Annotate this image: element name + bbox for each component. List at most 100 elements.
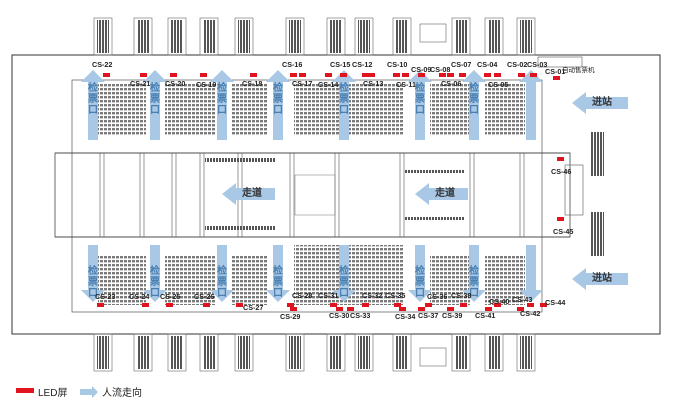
legend-flow-label: 人流走向	[102, 388, 142, 399]
led-screen-cs04	[484, 73, 491, 77]
led-screen-cs26	[203, 303, 210, 307]
screen-label-cs17: CS-17	[292, 79, 313, 88]
led-screen-cs16	[290, 73, 297, 77]
corridor-arrows	[222, 183, 468, 205]
led-screen-cs23	[97, 303, 104, 307]
screen-label-cs35: CS-35	[385, 291, 406, 300]
screen-label-cs28: CS-28	[292, 291, 313, 300]
led-screen-cs12	[362, 73, 369, 77]
screen-label-cs36: CS-36	[427, 292, 448, 301]
led-screen-cs15	[340, 73, 347, 77]
screen-label-cs33: CS-33	[350, 311, 371, 320]
ticket-check-label-10: 检票口	[217, 266, 227, 299]
screen-label-cs30: CS-30	[329, 311, 350, 320]
screen-label-cs09: CS-09	[411, 65, 432, 74]
corridor-label-left: 走道	[242, 188, 262, 199]
screen-label-cs37: CS-37	[418, 311, 439, 320]
led-screen-cs46	[557, 157, 564, 161]
led-screen-cs31	[330, 303, 337, 307]
ticket-check-label-4: 检票口	[273, 83, 283, 116]
screen-label-cs31: CS-31	[318, 291, 339, 300]
led-screen-cs03	[530, 73, 537, 77]
led-screen-cs27	[236, 303, 243, 307]
screen-label-cs06: CS-06	[441, 79, 462, 88]
led-screen-cs40	[494, 303, 501, 307]
screen-label-cs18: CS-18	[242, 79, 263, 88]
led-screen-cs38	[460, 303, 467, 307]
legend-flow-arrow	[80, 386, 98, 398]
screen-label-cs21: CS-21	[130, 79, 151, 88]
screen-label-cs29: CS-29	[280, 312, 301, 321]
ticket-check-label-8: 检票口	[88, 266, 98, 299]
led-screen-cs42	[517, 307, 524, 311]
screen-label-cs07: CS-07	[451, 60, 472, 69]
screen-label-cs46: CS-46	[551, 167, 572, 176]
led-screen-cs44	[540, 303, 547, 307]
entry-arrows	[572, 92, 628, 290]
led-screen-cs05	[494, 73, 501, 77]
led-screen-cs20	[170, 73, 177, 77]
screen-label-cs12: CS-12	[352, 60, 373, 69]
screen-label-cs40: CS-40	[489, 297, 510, 306]
screen-label-cs19: CS-19	[196, 80, 217, 89]
led-screen-cs01	[553, 76, 560, 80]
screen-label-cs16: CS-16	[282, 60, 303, 69]
led-screen-cs19	[200, 73, 207, 77]
ticket-check-label-12: 检票口	[339, 266, 349, 299]
screen-label-cs43: CS-43	[512, 295, 533, 304]
ticket-check-label-14: 检票口	[469, 266, 479, 299]
led-screen-cs29	[290, 307, 297, 311]
led-screen-cs41	[485, 307, 492, 311]
ticket-check-label-11: 检票口	[273, 266, 283, 299]
led-screen-cs35	[394, 303, 401, 307]
led-screen-cs14	[325, 73, 332, 77]
led-screen-cs08	[439, 73, 446, 77]
screen-label-cs42: CS-42	[520, 309, 541, 318]
led-screen-cs02	[518, 73, 525, 77]
screen-label-cs15: CS-15	[330, 60, 351, 69]
screen-label-cs26: CS-26	[194, 292, 215, 301]
led-screen-cs10	[393, 73, 400, 77]
led-screen-cs34	[399, 307, 406, 311]
led-screen-cs21	[140, 73, 147, 77]
led-screen-cs45	[557, 217, 564, 221]
led-screen-cs11	[402, 73, 409, 77]
led-screen-cs22	[103, 73, 110, 77]
screen-label-cs20: CS-20	[165, 79, 186, 88]
screen-label-cs27: CS-27	[243, 303, 264, 312]
led-screen-cs13	[368, 73, 375, 77]
led-screen-cs43	[527, 303, 534, 307]
screen-label-cs01: CS-01	[545, 67, 566, 76]
led-screen-cs28	[287, 303, 294, 307]
screen-label-cs41: CS-41	[475, 311, 496, 320]
led-screen-cs33	[347, 307, 354, 311]
screen-label-cs24: CS-24	[129, 292, 150, 301]
led-screen-cs24	[142, 303, 149, 307]
led-screen-cs32	[362, 303, 369, 307]
ticket-check-label-13: 检票口	[415, 266, 425, 299]
led-screen-cs36	[425, 303, 432, 307]
screen-label-cs23: CS-23	[95, 292, 116, 301]
screen-label-cs08: CS-08	[430, 65, 451, 74]
led-screen-cs25	[166, 303, 173, 307]
screen-label-cs02: CS-02	[507, 60, 528, 69]
ticket-check-label-5: 检票口	[339, 83, 349, 116]
led-screen-cs09	[418, 73, 425, 77]
screen-label-cs25: CS-25	[160, 292, 181, 301]
led-screen-cs17	[299, 73, 306, 77]
screen-label-cs39: CS-39	[442, 311, 463, 320]
led-screen-cs37	[418, 307, 425, 311]
ticket-check-label-9: 检票口	[150, 266, 160, 299]
entry-label-bottom: 进站	[592, 273, 612, 284]
screen-label-cs11: CS-11	[396, 80, 416, 89]
led-screen-cs39	[447, 307, 454, 311]
ticket-machine-label: 自动售票机	[562, 67, 595, 74]
led-screen-cs30	[336, 307, 343, 311]
ticket-check-label-7: 检票口	[469, 83, 479, 116]
corridor-label-right: 走道	[435, 188, 455, 199]
flow-arrows-bottom	[81, 245, 543, 302]
legend-led-swatch	[16, 388, 34, 393]
screen-label-cs14: CS-14	[318, 80, 339, 89]
